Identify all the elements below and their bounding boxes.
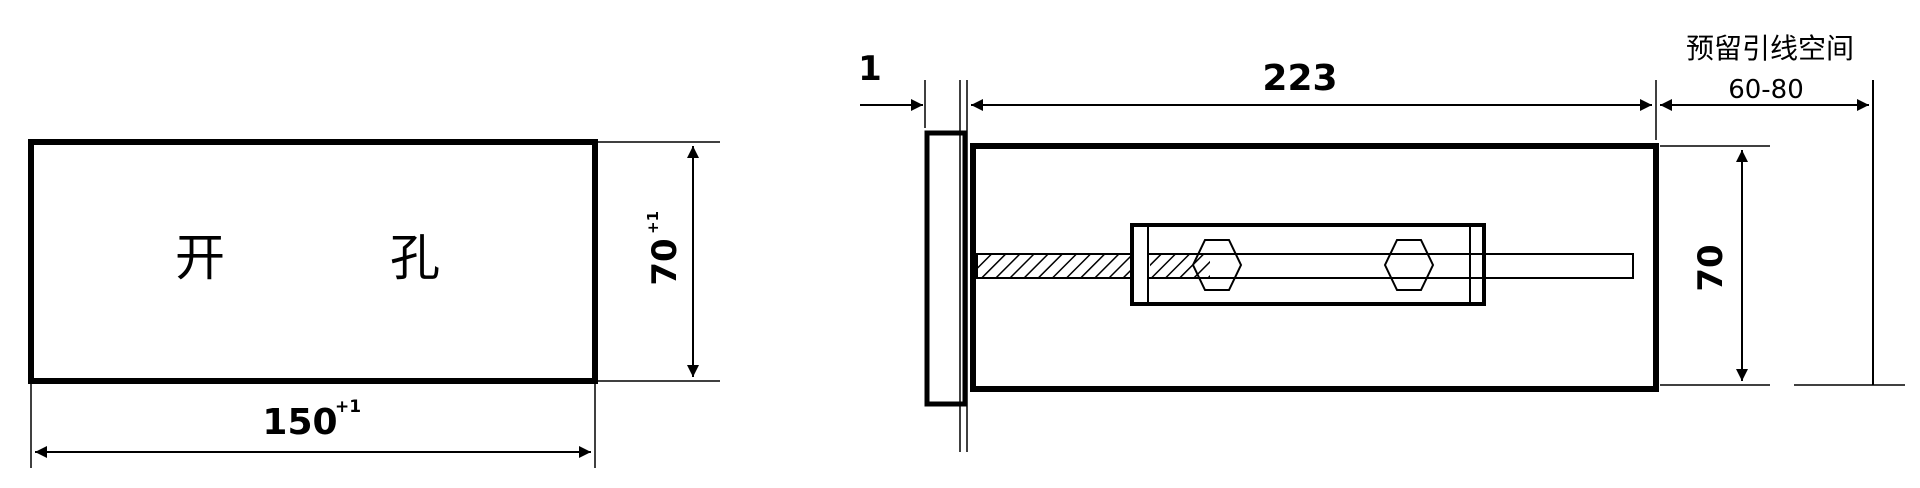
wiring-space-title: 预留引线空间 xyxy=(1686,32,1854,65)
cutout-height-value: 70 xyxy=(645,238,685,285)
wiring-space-dimension: 预留引线空间 60-80 xyxy=(1660,32,1905,386)
cutout-width-tolerance: +1 xyxy=(335,397,361,417)
instrument-body xyxy=(970,143,1659,392)
body-length-value: 223 xyxy=(1262,58,1337,99)
hex-nut-right xyxy=(1383,239,1435,291)
cutout-width-dimension: 150 +1 xyxy=(30,384,596,468)
cutout-label-right: 孔 xyxy=(390,229,440,287)
hex-nut-left xyxy=(1191,239,1243,291)
body-length-dimension: 223 xyxy=(971,58,1657,140)
cutout-rectangle xyxy=(28,139,598,384)
body-height-value: 70 xyxy=(1691,244,1731,291)
panel-thickness-dimension: 1 xyxy=(858,49,923,111)
cutout-label-left: 开 xyxy=(175,229,225,287)
cutout-height-dimension: 70 +1 xyxy=(598,141,720,382)
cutout-height-tolerance: +1 xyxy=(644,211,662,234)
front-panel xyxy=(924,130,968,407)
body-height-dimension: 70 xyxy=(1660,145,1770,386)
mounting-bracket xyxy=(976,223,1634,306)
cutout-width-value: 150 xyxy=(262,402,337,443)
side-view: 1 223 预留引线空间 60-80 70 xyxy=(858,32,1905,452)
wiring-space-range: 60-80 xyxy=(1728,75,1804,105)
cutout-view: 开 孔 70 +1 150 +1 xyxy=(28,139,720,468)
panel-thickness-value: 1 xyxy=(858,49,882,89)
